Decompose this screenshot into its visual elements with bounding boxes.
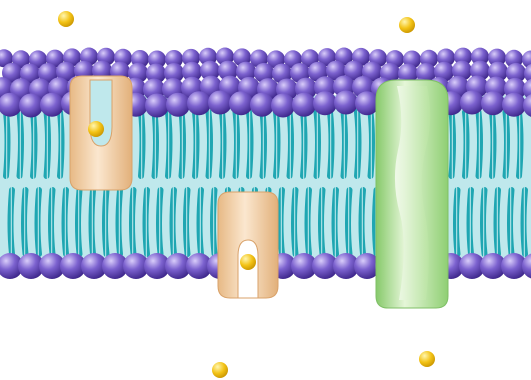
lipid-tail	[60, 112, 62, 176]
lipid-head	[40, 93, 64, 117]
lipid-tail	[173, 190, 175, 254]
lipid-tail	[47, 112, 49, 176]
carrier-protein-open-inside	[218, 192, 278, 298]
solute-particle	[419, 351, 435, 367]
lipid-tail	[159, 190, 161, 254]
lipid-tail	[51, 190, 53, 254]
lipid-head	[145, 93, 169, 117]
lipid-tail	[510, 190, 512, 254]
carrier-protein-open-outside	[70, 76, 132, 190]
lipid-tail	[524, 190, 526, 254]
solute-particle	[212, 362, 228, 378]
lipid-head	[166, 93, 190, 117]
lipid-tail	[263, 112, 265, 176]
lipid-tail	[11, 190, 13, 254]
lipid-tail	[479, 112, 481, 176]
solute-particle	[399, 17, 415, 33]
lipid-tail	[492, 112, 494, 176]
lipid-tail	[308, 190, 310, 254]
lipid-head	[19, 93, 43, 117]
lipid-tail	[92, 190, 94, 254]
lipid-tail	[186, 190, 188, 254]
lipid-tail	[249, 112, 251, 176]
lipid-tail	[456, 190, 458, 254]
lipid-tail	[182, 112, 184, 176]
lipid-tail	[105, 190, 107, 254]
lipid-head	[292, 93, 316, 117]
lipid-head	[229, 91, 253, 115]
lipid-head	[460, 91, 484, 115]
lipid-tail	[78, 190, 80, 254]
particle-in-carrier-2	[240, 254, 256, 270]
lipid-tail	[236, 112, 238, 176]
lipid-tail	[195, 112, 197, 176]
lipid-tail	[132, 190, 134, 254]
lipid-head	[250, 93, 274, 117]
lipid-tail	[141, 112, 143, 176]
lipid-tail	[146, 190, 148, 254]
lipid-tail	[465, 112, 467, 176]
lipid-tail	[335, 190, 337, 254]
lipid-tail	[321, 190, 323, 254]
lipid-head	[271, 93, 295, 117]
lipid-tail	[222, 112, 224, 176]
lipid-tail	[497, 190, 499, 254]
lipid-tail	[317, 112, 319, 176]
lipid-tail	[6, 112, 8, 176]
solute-particle	[58, 11, 74, 27]
lipid-tail	[357, 112, 359, 176]
lipid-tail	[371, 112, 373, 176]
lipid-head	[481, 91, 505, 115]
lipid-tail	[38, 190, 40, 254]
lipid-tail	[452, 112, 454, 176]
lipid-tail	[281, 190, 283, 254]
lipid-tail	[519, 112, 521, 176]
particle-in-carrier-1	[88, 121, 104, 137]
lipid-tail	[24, 190, 26, 254]
lipid-tail	[200, 190, 202, 254]
lipid-tail	[276, 112, 278, 176]
lipid-tail	[119, 190, 121, 254]
lipid-tail	[348, 190, 350, 254]
lipid-tail	[362, 190, 364, 254]
lipid-head	[502, 93, 526, 117]
lipid-head	[187, 91, 211, 115]
lipid-tail	[470, 190, 472, 254]
lipid-head	[313, 91, 337, 115]
lipid-tail	[483, 190, 485, 254]
lipid-head	[334, 91, 358, 115]
lipid-tail	[303, 112, 305, 176]
lipid-head	[355, 91, 379, 115]
lipid-tail	[290, 112, 292, 176]
lipid-tail	[155, 112, 157, 176]
channel-protein	[376, 80, 448, 308]
lipid-tail	[65, 190, 67, 254]
lipid-head	[208, 91, 232, 115]
lipid-tail	[33, 112, 35, 176]
lipid-tail	[294, 190, 296, 254]
lipid-tail	[506, 112, 508, 176]
lipid-tail	[213, 190, 215, 254]
lipid-tail	[168, 112, 170, 176]
lipid-tail	[330, 112, 332, 176]
lipid-tail	[344, 112, 346, 176]
lipid-tail	[209, 112, 211, 176]
lipid-tail	[20, 112, 22, 176]
